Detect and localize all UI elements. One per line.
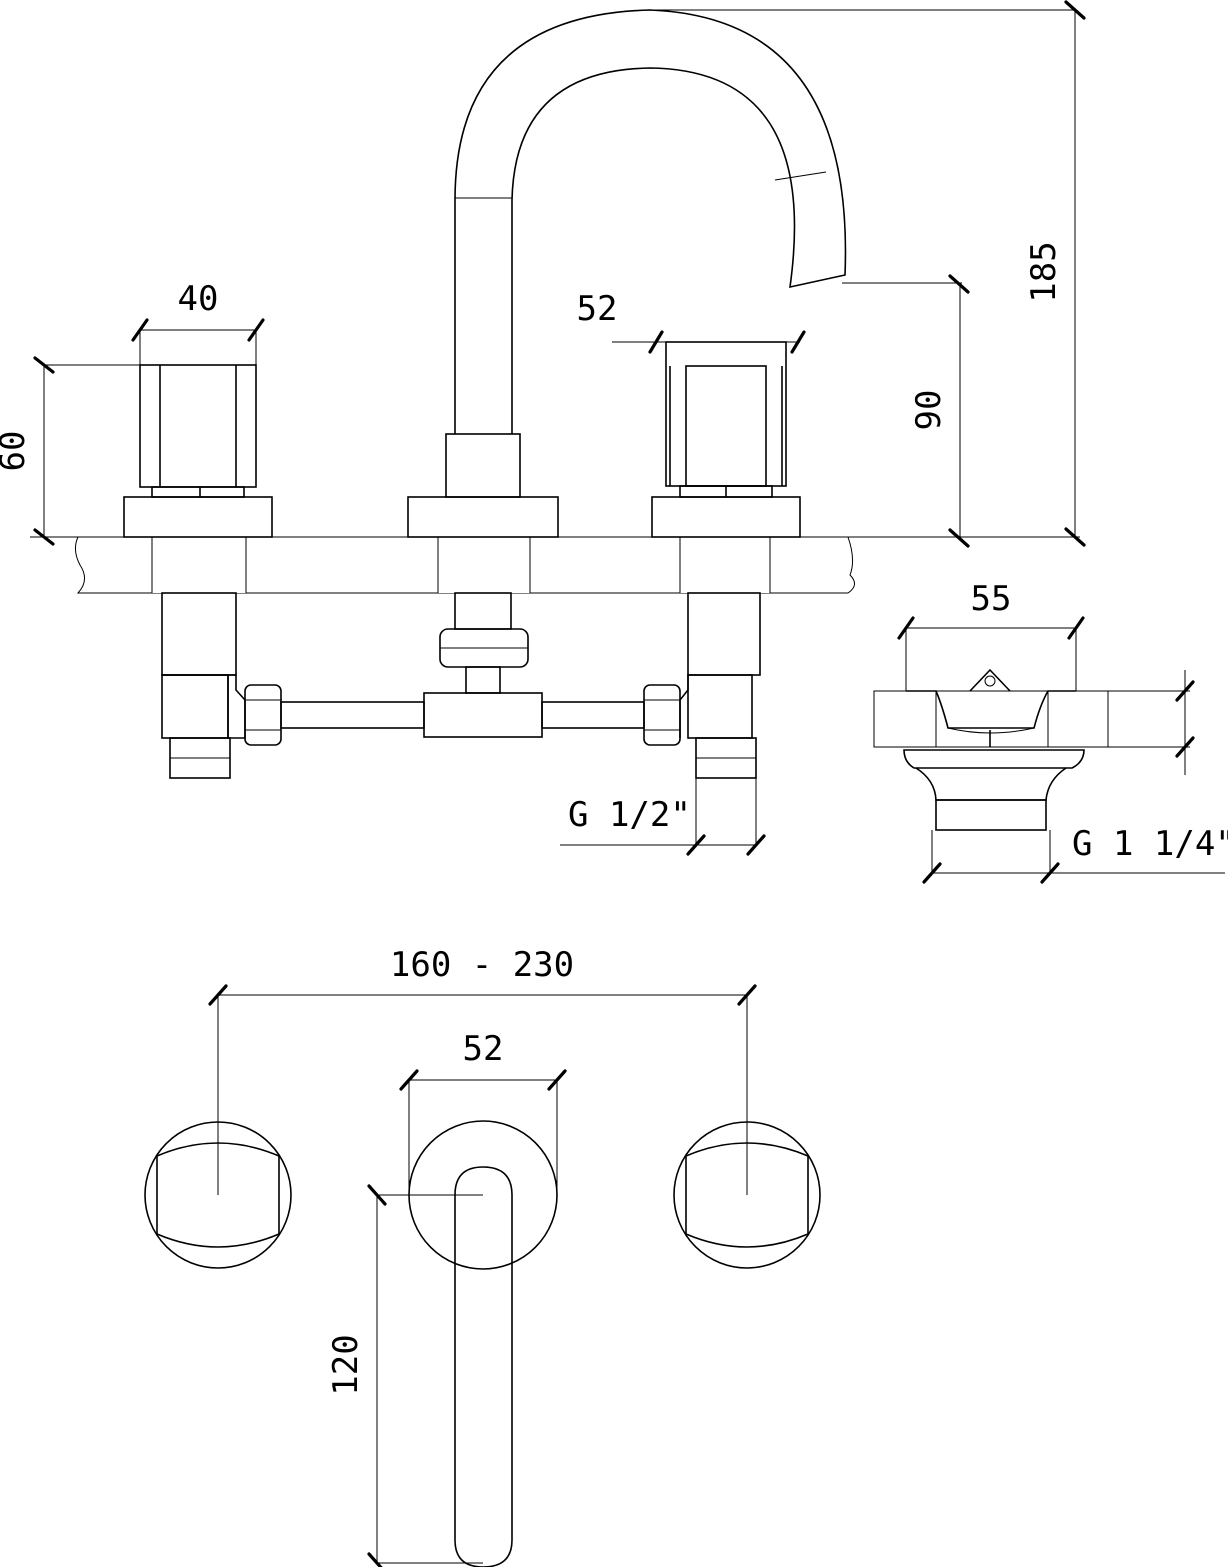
- dim-drain-width-label: 55: [971, 579, 1012, 619]
- dim-knob-height: 60: [0, 356, 140, 546]
- dim-drain-thread-label: G 1 1/4": [1072, 824, 1228, 864]
- dim-outlet-height: 90: [842, 274, 970, 548]
- dim-spacing-label: 160 - 230: [390, 945, 574, 985]
- dim-total-height-label: 185: [1024, 241, 1064, 302]
- dim-knob-width-label: 40: [178, 279, 219, 319]
- right-handle: [651, 341, 801, 538]
- dim-inlet-thread-label: G 1/2": [568, 795, 691, 835]
- dim-right-knob-width: 52: [577, 289, 806, 354]
- countertop: [30, 536, 1080, 594]
- dim-reach: 120: [326, 1184, 387, 1567]
- dim-spacing: 160 - 230: [208, 945, 757, 1006]
- dim-total-height: 185: [650, 0, 1086, 547]
- drain-section: G 1 1/4" 55: [873, 579, 1228, 884]
- left-knob-plan: [144, 995, 292, 1269]
- dim-reach-label: 120: [326, 1334, 366, 1395]
- spout: [407, 9, 847, 538]
- plan-view: 160 - 230 52 120: [144, 945, 821, 1567]
- dim-spout-base: 52: [399, 1029, 567, 1195]
- dim-knob-height-label: 60: [0, 431, 33, 472]
- dim-right-knob-width-label: 52: [577, 289, 618, 329]
- dim-knob-width: 40: [131, 279, 265, 365]
- dim-outlet-height-label: 90: [909, 390, 949, 431]
- spout-plan: [375, 1120, 558, 1567]
- dim-spout-base-label: 52: [463, 1029, 504, 1069]
- under-counter-piping: [161, 592, 761, 779]
- dim-inlet-thread: G 1/2": [560, 778, 766, 856]
- front-elevation: 40 60 52 90: [0, 0, 1086, 856]
- left-handle: [123, 364, 273, 538]
- right-knob-plan: [673, 995, 821, 1269]
